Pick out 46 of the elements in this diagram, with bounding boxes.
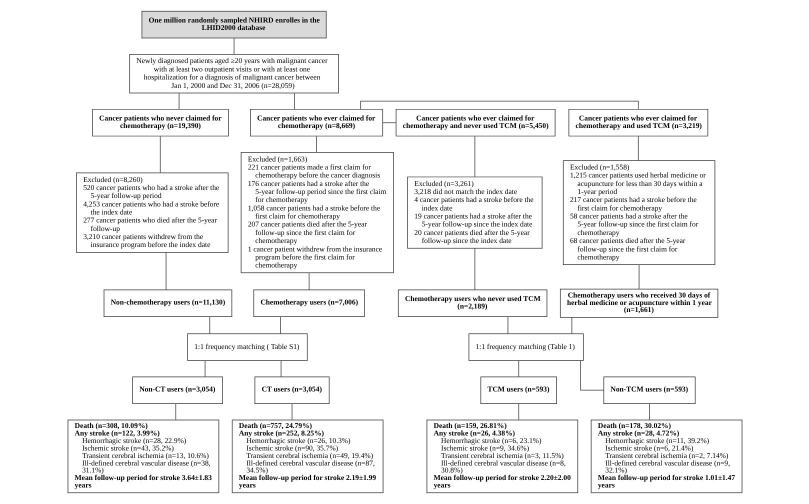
node-box: Newly diagnosed patients aged ≥20 years with malignant cancer with at least two outpatient visits or with at least one hospitalization for a diagnosis of malignant cancer between Jan 1, 2000 and Dec 31, 2006 (n=28,059): [128, 54, 338, 94]
connector: [570, 317, 572, 334]
connector: [518, 403, 519, 420]
connector: [280, 360, 282, 378]
node-box: Non-CT users (n=3,054): [132, 376, 222, 404]
connector: [174, 403, 176, 420]
node-box: Cancer patients who ever claimed for chemotherapy and never used TCM (n=5,450): [395, 108, 555, 136]
node-box: Excluded (n=3,261) 3,218 did not match the index date 4 cancer patients had a stroke before the index date 19 cancer patients had a stroke after the 5-year follow-up since the index date 20 cancer patients died after the 5-year follow-up since the index date: [406, 176, 542, 249]
connector: [308, 272, 310, 290]
node-box: Cancer patients who never claimed for chemotherapy (n=19,390): [92, 108, 228, 136]
connector: [648, 403, 650, 420]
node-box: Chemotherapy users who never used TCM (n=2,189): [397, 290, 547, 318]
connector: [474, 136, 475, 178]
connector: [233, 38, 234, 55]
node-box: Cancer patients who ever claimed for chemotherapy and used TCM (n=3,219): [568, 108, 708, 136]
node-box: Excluded (n=1,558) 1,215 cancer patients used herbal medicine or acupuncture for less than 30 days within a 1-year period 217 cancer patients had a stroke before the first claim for chemotherapy 58 cancer patients had a stroke after the 5-year follow-up since the first claim for chemotherapy 68 cancer patients died after the 5-year follow-up since the first claim for chemotherapy: [562, 160, 715, 265]
connector: [165, 252, 166, 290]
node-box: Non-chemotherapy users (n=11,130): [103, 290, 232, 318]
node-box: Death (n=159, 26.81%) Any stroke (n=26, 4.38%) Hemorrhagic stroke (n=6, 23.1%) Ischemic stroke (n=9, 34.6%) Transient cerebral ischemia (n=3, 11.5%) Ill-defined cerebral vascular disease (n=8, 30.8%) Mean follow-up period for stroke 2.20±2.00 years: [426, 420, 578, 494]
node-box: Death (n=757, 24.79%) Any stroke (n=252, 8.25%) Hemorrhagic stroke (n=26, 10.3%) Ischemic stroke (n=90, 35.7%) Transient cerebral ischemia (n=49, 19.4%) Ill-defined cerebral vascular disease (n=87, 34.5%) Mean follow-up period for stroke 2.19±1.99 years: [231, 420, 383, 494]
node-box: Chemotherapy users who received 30 days of herbal medicine or acupuncture within 1 year (n=1,661): [559, 288, 718, 318]
connector: [506, 316, 508, 334]
connector: [637, 136, 638, 161]
node-box: CT users (n=3,054): [254, 376, 330, 404]
node-box: 1:1 frequency matching ( Table S1): [186, 333, 308, 361]
node-box: Excluded (n=8,260) 520 cancer patients who had a stroke after the 5-year follow-up period 4,253 cancer patients who had a stroke before the index date 277 cancer patients who died after the 5-year follow-up 3,210 cancer patients withdrew from the insurance program before the index date: [76, 172, 228, 253]
node-box: Death (n=308, 10.09%) Any stroke (n=122, 3.99%) Hemorrhagic stroke (n=28, 22.9%) Ischemic stroke (n=43, 35.2%) Transient cerebral ischemia (n=13, 10.6%) Ill-defined cerebral vascular disease (n=38, 31.1%) Mean follow-up period for stroke 3.64±1.83 years: [67, 420, 219, 494]
connector: [580, 360, 604, 391]
connector: [291, 403, 292, 420]
node-box: Non-TCM users (n=593): [602, 376, 696, 404]
connector: [382, 122, 396, 124]
connector: [178, 92, 180, 110]
node-box: TCM users (n=593): [480, 376, 556, 404]
connector: [208, 316, 210, 334]
node-box: One million randomly sampled NHIRD enrolles in the LHID2000 database: [141, 10, 326, 38]
connector: [204, 360, 206, 378]
node-box: Death (n=178, 30.02%) Any stroke (n=28, 4.72%) Hemorrhagic stroke (n=11, 39.2%) Ischemic stroke (n=6, 21.4%) Transient cerebral ischemia (n=2, 7.14%) Ill-defined cerebral vascular disease (n=9, 32.1%) Mean follow-up period for stroke 1.01±1.47 years: [590, 420, 742, 494]
connector: [360, 100, 638, 110]
connector: [159, 136, 160, 174]
node-box: Cancer patients who ever claimed for chemotherapy (n=8,669): [250, 108, 383, 136]
connector: [518, 360, 519, 378]
node-box: 1:1 frequency matching (Table 1): [468, 333, 584, 361]
node-box: Excluded (n=1,663) 221 cancer patients made a first claim for chemotherapy before the cancer diagnosis 176 cancer patients had a stroke after the 5-year follow-up period since the first claim for chemotherapy 1,058 cancer patients had a stroke before the first claim for chemotherapy 207 cancer patients died after the 5-year follow-up since the first claim for chemotherapy 1 cancer patient withdrew from the insurance program before the first claim for chemotherapy: [240, 152, 394, 274]
connector: [638, 264, 640, 290]
connector: [474, 248, 475, 290]
node-box: Chemotherapy users (n=7,006): [252, 290, 364, 318]
